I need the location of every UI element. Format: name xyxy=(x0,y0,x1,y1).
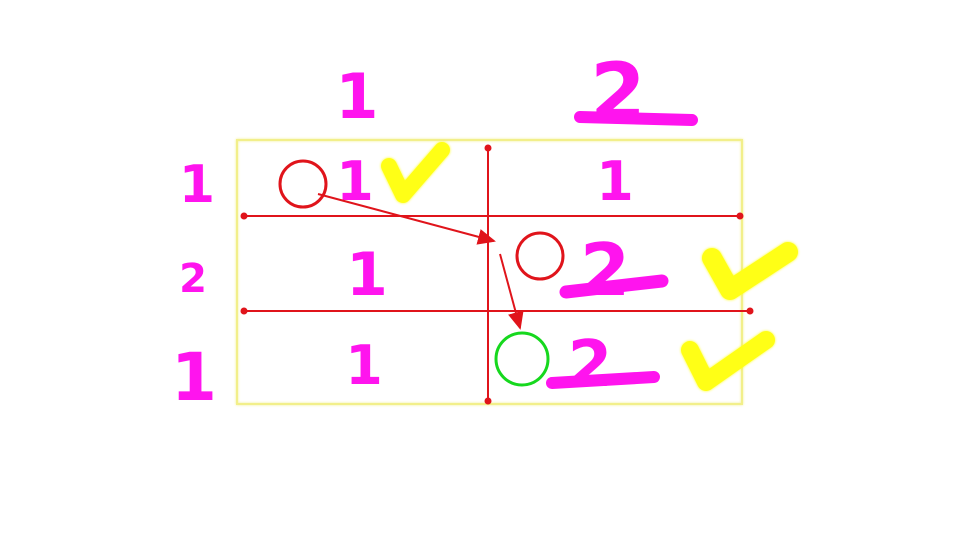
cell-r1-c2: 1 xyxy=(596,150,634,213)
grid-lines xyxy=(244,148,750,401)
row-header-2: 2 xyxy=(179,256,207,302)
checkmarks xyxy=(381,142,798,391)
grid-dot xyxy=(736,212,744,220)
grid-endpoints xyxy=(240,144,754,405)
check-icon xyxy=(702,242,798,300)
cell-r3-c2: 2 xyxy=(568,328,613,402)
green-circle-icon xyxy=(494,331,550,387)
cell-r2-c1: 1 xyxy=(346,240,388,310)
arrow-icon xyxy=(317,193,496,245)
cell-r3-c1: 1 xyxy=(345,334,383,397)
grid-dot xyxy=(746,307,754,315)
check-icon xyxy=(381,142,450,203)
grid-dot xyxy=(484,144,492,152)
check-icon xyxy=(681,331,775,391)
cell-r2-c2-underline xyxy=(559,274,669,299)
column-header-2: 2 xyxy=(590,46,646,139)
grid-dot xyxy=(484,397,492,405)
column-header-1: 1 xyxy=(335,60,378,133)
red-circle-icon xyxy=(278,159,328,209)
row-header-1: 1 xyxy=(179,155,215,215)
arrow-icon xyxy=(499,253,524,330)
column-header-2-underline xyxy=(574,111,698,126)
red-circle-icon xyxy=(515,231,565,281)
table-border xyxy=(236,139,743,405)
cell-r3-c2-underline xyxy=(546,371,660,389)
cell-r1-c1: 1 xyxy=(336,150,374,213)
grid-dot xyxy=(240,212,248,220)
grid-dot xyxy=(240,307,248,315)
row-header-3: 1 xyxy=(171,339,217,416)
cell-r2-c2: 2 xyxy=(580,228,630,312)
